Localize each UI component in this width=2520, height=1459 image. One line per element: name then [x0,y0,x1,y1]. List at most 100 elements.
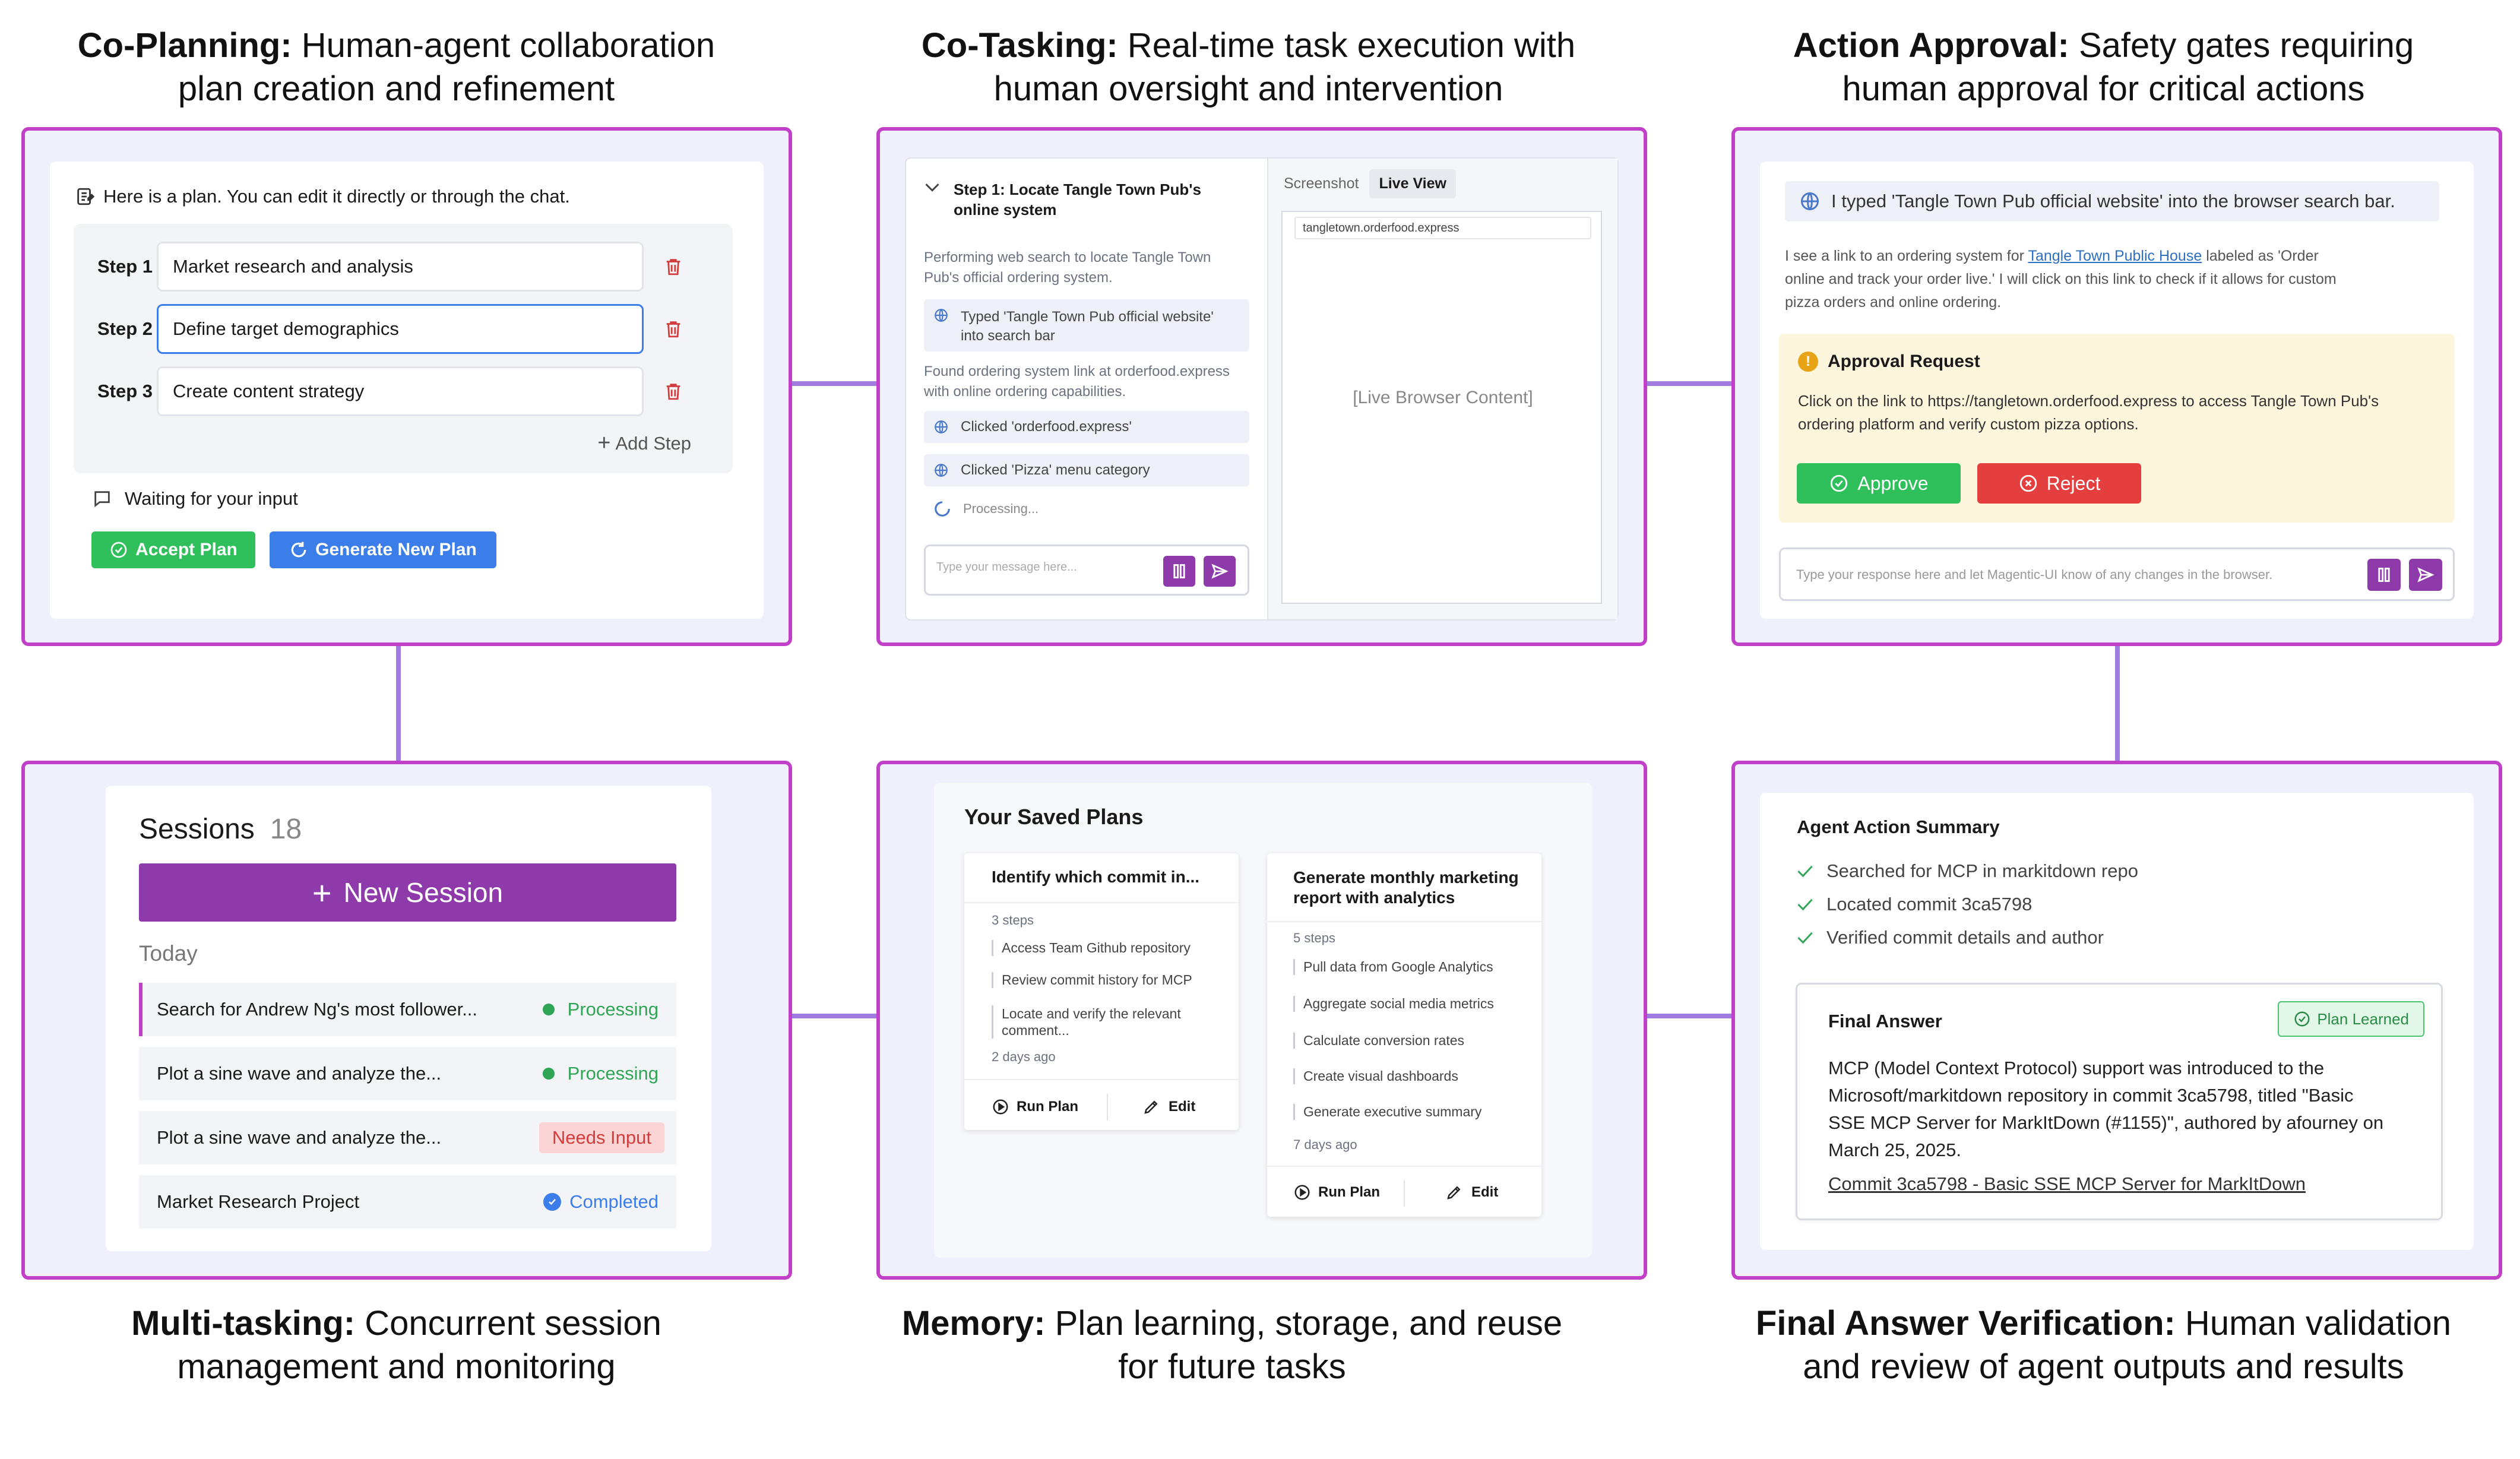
globe-icon [933,463,949,478]
message-input[interactable]: Type your message here... [924,545,1249,596]
plus-icon: + [312,873,332,912]
final-answer-box: Final Answer Plan Learned MCP (Model Con… [1796,983,2443,1220]
action-approval-panel: I typed 'Tangle Town Pub official websit… [1731,127,2502,646]
edit-plan-button[interactable]: Edit [1445,1183,1498,1201]
connector [396,646,401,761]
trash-icon[interactable] [656,374,691,409]
connector [1645,1014,1733,1018]
globe-icon [933,419,949,435]
step-title: Step 1: Locate Tangle Town Pub's [954,181,1201,198]
generate-new-plan-button[interactable]: Generate New Plan [270,531,496,568]
pencil-icon [1445,1183,1463,1201]
plus-icon: + [597,431,611,455]
pencil-icon [1142,1098,1160,1116]
plan-step: Access Team Github repository [992,940,1191,956]
play-icon [992,1098,1009,1116]
warning-icon: ! [1798,352,1818,372]
approval-card: I typed 'Tangle Town Pub official websit… [1760,162,2474,619]
send-icon[interactable] [1204,556,1236,587]
plan-learned-badge: Plan Learned [2278,1001,2424,1037]
chevron-down-icon[interactable] [924,182,941,194]
status-badge: Processing [542,999,659,1020]
status-badge: Processing [542,1063,659,1084]
plan-step: Pull data from Google Analytics [1293,959,1493,975]
chat-icon [91,489,113,509]
step-input[interactable]: Market research and analysis [157,242,644,292]
session-item[interactable]: Plot a sine wave and analyze the... Proc… [139,1047,676,1100]
memory-panel: Your Saved Plans Identify which commit i… [876,761,1647,1280]
step-input[interactable]: Define target demographics [157,304,644,354]
run-plan-button[interactable]: Run Plan [992,1098,1078,1116]
step-header: Step 1: Locate Tangle Town Pub's online … [924,179,1201,220]
summary-check-item: Searched for MCP in markitdown repo [1797,860,2138,882]
plan-step: Review commit history for MCP [992,972,1192,988]
co-planning-panel: Here is a plan. You can edit it directly… [21,127,792,646]
final-answer-title: Final Answer [1828,1011,1942,1031]
plan-step: Create visual dashboards [1293,1068,1458,1084]
globe-icon [933,308,949,323]
note-icon [74,185,96,208]
status-badge: Needs Input [539,1122,664,1153]
send-icon[interactable] [2409,559,2442,591]
tab-live-view[interactable]: Live View [1369,169,1456,198]
pause-icon[interactable] [1163,556,1195,587]
browser-viewport: tangletown.orderfood.express [Live Brows… [1281,211,1602,604]
plan-title: Identify which commit in... [992,868,1200,886]
plan-age: 7 days ago [1293,1137,1357,1152]
url-bar[interactable]: tangletown.orderfood.express [1294,217,1591,239]
summary-card: Agent Action Summary Searched for MCP in… [1760,793,2474,1250]
check-circle-icon [109,540,128,559]
run-plan-button[interactable]: Run Plan [1293,1183,1380,1201]
plan-intro: Here is a plan. You can edit it directly… [74,185,570,208]
plan-step: Aggregate social media metrics [1293,996,1494,1012]
reject-button[interactable]: Reject [1977,463,2141,504]
response-input[interactable]: Type your response here and let Magentic… [1779,547,2455,601]
pause-icon[interactable] [2367,559,2401,591]
session-item[interactable]: Plot a sine wave and analyze the... Need… [139,1111,676,1164]
sessions-card: Sessions 18 + New Session Today Search f… [106,786,711,1251]
session-item[interactable]: Search for Andrew Ng's most follower... … [139,983,676,1036]
tab-screenshot[interactable]: Screenshot [1284,175,1359,192]
task-description: Found ordering system link at orderfood.… [924,363,1230,400]
summary-check-item: Verified commit details and author [1797,927,2104,948]
trash-icon[interactable] [656,311,691,347]
plan-step: Calculate conversion rates [1293,1033,1464,1049]
edit-plan-button[interactable]: Edit [1142,1098,1195,1116]
check-icon [1797,897,1813,912]
plan-step: Generate executive summary [1293,1104,1481,1120]
approve-button[interactable]: Approve [1797,463,1961,504]
spinner-icon [933,500,951,518]
check-icon [1797,931,1813,945]
refresh-icon [289,540,308,559]
sessions-header: Sessions 18 [139,814,302,845]
task-chat-column: Step 1: Locate Tangle Town Pub's online … [906,159,1267,619]
add-step-button[interactable]: + Add Step [597,431,691,455]
new-session-button[interactable]: + New Session [139,863,676,922]
caption-co-tasking: Co-Tasking: Real-time task execution wit… [921,26,1576,108]
session-item[interactable]: Market Research Project Completed [139,1175,676,1229]
accept-plan-button[interactable]: Accept Plan [91,531,255,568]
today-label: Today [139,941,198,966]
plan-step-row: Step 2 Define target demographics [97,304,691,354]
step-input[interactable]: Create content strategy [157,366,644,416]
steps-count: 5 steps [1293,931,1335,945]
browser-content: [Live Browser Content] [1353,388,1533,407]
plan-step-row: Step 1 Market research and analysis [97,242,691,292]
step-label: Step 1 [97,256,153,277]
step-title: online system [954,201,1057,219]
play-icon [1293,1183,1311,1201]
summary-check-item: Located commit 3ca5798 [1797,894,2032,915]
waiting-status: Waiting for your input [91,488,298,509]
commit-link[interactable]: Commit 3ca5798 - Basic SSE MCP Server fo… [1828,1173,2306,1194]
trash-icon[interactable] [656,249,691,284]
agent-message: I see a link to an ordering system for T… [1785,248,2337,311]
pub-link[interactable]: Tangle Town Public House [2028,248,2202,264]
approval-request-box: ! Approval Request Click on the link to … [1779,334,2455,523]
check-circle-icon [543,1193,562,1211]
final-answer-panel: Agent Action Summary Searched for MCP in… [1731,761,2502,1280]
approval-description: Click on the link to https://tangletown.… [1798,392,2379,433]
